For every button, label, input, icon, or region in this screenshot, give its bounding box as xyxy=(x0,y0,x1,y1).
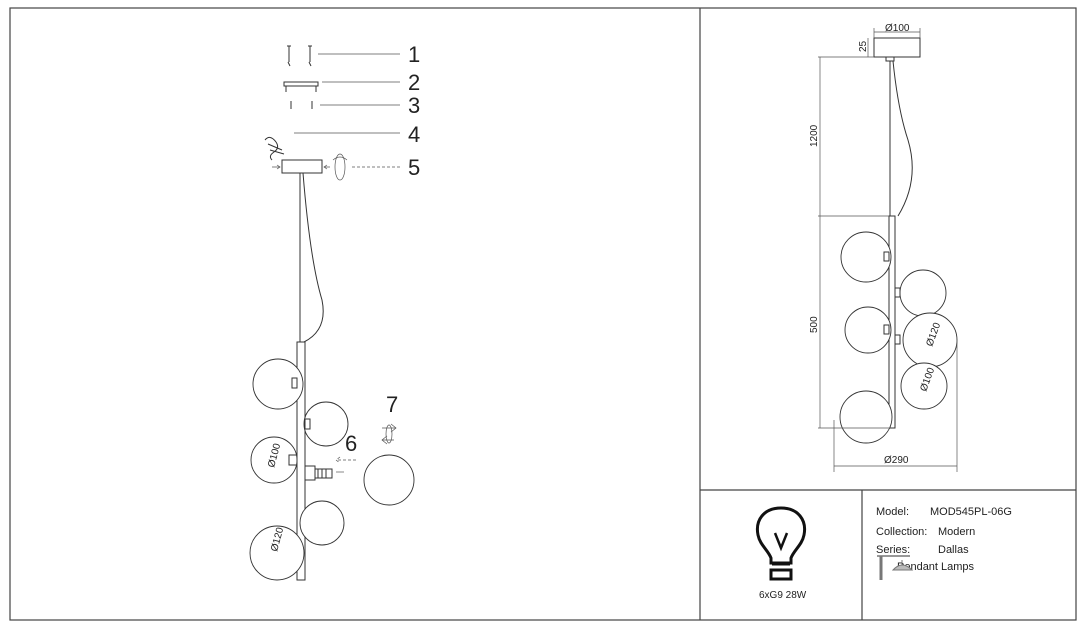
callout-7: 7 xyxy=(386,392,398,417)
callout-5: 5 xyxy=(408,155,420,180)
callout-4: 4 xyxy=(408,122,420,147)
pendant-lamp-icon xyxy=(877,555,914,580)
dim-canopy-height: 25 xyxy=(858,40,869,52)
part-bulb xyxy=(304,456,356,481)
part-screws xyxy=(287,45,400,67)
part-canopy xyxy=(272,153,400,181)
bulb-spec: 6xG9 28W xyxy=(759,590,807,601)
model-label: Model: xyxy=(876,506,909,518)
dim-cable-length: 1200 xyxy=(809,124,820,147)
callout-2: 2 xyxy=(408,70,420,95)
callout-3: 3 xyxy=(408,93,420,118)
callout-1: 1 xyxy=(408,42,420,67)
assembly-view: 1 2 3 4 5 6 7 Ø100 Ø120 xyxy=(249,42,420,581)
part-connector xyxy=(264,132,400,161)
dimension-view: Ø100 25 1200 500 Ø290 Ø120 Ø100 xyxy=(809,23,958,472)
series-label: Series: xyxy=(876,544,910,556)
dim-canopy-diameter: Ø100 xyxy=(885,23,910,34)
collection-label: Collection: xyxy=(876,526,927,538)
info-block: Model: MOD545PL-06G Collection: Modern S… xyxy=(876,506,1012,580)
callout-6: 6 xyxy=(345,431,357,456)
category-value: Pendant Lamps xyxy=(897,561,975,573)
light-bulb-icon xyxy=(755,506,807,581)
sheet-frame xyxy=(9,7,1077,621)
part-small-screws xyxy=(290,101,400,109)
dim-total-width: Ø290 xyxy=(884,455,909,466)
collection-value: Modern xyxy=(938,526,975,538)
model-value: MOD545PL-06G xyxy=(930,506,1012,518)
series-value: Dallas xyxy=(938,544,969,556)
part-bracket xyxy=(283,81,400,92)
part-glass xyxy=(363,423,415,506)
dim-body-height: 500 xyxy=(809,316,820,333)
